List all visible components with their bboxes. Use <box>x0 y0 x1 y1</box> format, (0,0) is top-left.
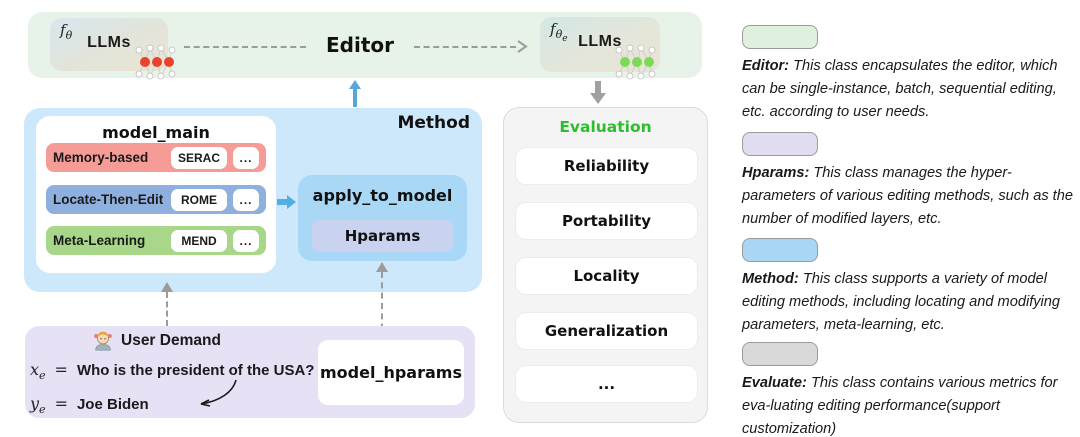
hparams-box: Hparams <box>312 220 453 252</box>
editor-label: Editor <box>326 33 394 57</box>
evaluation-title: Evaluation <box>559 118 652 136</box>
f-theta-label: fθ <box>60 21 73 42</box>
eval-card-generalization: Generalization <box>516 313 697 349</box>
dashed-arrowhead-up-icon <box>376 262 388 272</box>
x-e-label: xe <box>30 360 46 383</box>
method-row-locate-then-edit: Locate-Then-Edit ROME ... <box>46 185 266 214</box>
method-pill-serac: SERAC <box>171 146 227 169</box>
f-theta-e-label: fθe <box>550 20 568 45</box>
legend-swatch-editor <box>742 25 818 49</box>
llm-before-label: LLMs <box>87 34 131 51</box>
category-label: Locate-Then-Edit <box>53 192 164 207</box>
dashed-arrow-editor-to-llm <box>414 46 516 48</box>
method-title: Method <box>397 113 470 133</box>
edit-answer: Joe Biden <box>76 396 149 413</box>
legend-text-evaluate: Evaluate: This class contains various me… <box>742 375 1058 437</box>
category-label: Memory-based <box>53 150 149 165</box>
category-label: Meta-Learning <box>53 233 146 248</box>
dashed-arrow-user-demand-to-model-main <box>166 292 168 326</box>
more-methods-pill: ... <box>233 146 259 169</box>
model-hparams-box: model_hparams <box>318 340 464 405</box>
blue-right-arrow-icon <box>277 195 296 209</box>
apply-to-model-box: apply_to_model Hparams <box>298 175 467 261</box>
legend-text-hparams: Hparams: This class manages the hyper-pa… <box>742 165 1073 227</box>
more-methods-pill: ... <box>233 229 259 252</box>
gray-down-arrow-icon <box>590 81 606 104</box>
model-main-box: model_main Memory-based SERAC ... Locate… <box>36 116 276 273</box>
blue-up-arrow-icon <box>349 80 361 107</box>
dashed-arrow-llm-to-editor <box>184 46 306 48</box>
dashed-arrowhead-up-icon <box>161 282 173 292</box>
edit-input-line: xe = Who is the president of the USA? <box>30 360 314 382</box>
evaluation-panel: Evaluation Reliability Portability Local… <box>503 107 708 423</box>
user-icon <box>94 331 112 351</box>
legend-swatch-evaluate <box>742 342 818 366</box>
model-main-title: model_main <box>102 123 210 142</box>
y-e-label: ye <box>30 394 46 417</box>
more-methods-pill: ... <box>233 188 259 211</box>
apply-to-model-title: apply_to_model <box>312 186 453 205</box>
legend-text-method: Method: This class supports a variety of… <box>742 271 1061 333</box>
eval-card-more: ... <box>516 366 697 402</box>
method-row-meta-learning: Meta-Learning MEND ... <box>46 226 266 255</box>
legend-item-evaluate: Evaluate: This class contains various me… <box>742 342 1076 437</box>
method-row-memory-based: Memory-based SERAC ... <box>46 143 266 172</box>
legend-item-method: Method: This class supports a variety of… <box>742 238 1076 337</box>
legend-item-editor: Editor: This class encapsulates the edit… <box>742 25 1076 124</box>
user-demand-title: User Demand <box>121 332 221 349</box>
edit-target-line: ye = Joe Biden <box>30 394 149 416</box>
neural-net-icon-red <box>135 44 176 80</box>
eval-card-locality: Locality <box>516 258 697 294</box>
legend-swatch-method <box>742 238 818 262</box>
user-demand-header: User Demand <box>92 330 221 352</box>
eval-card-portability: Portability <box>516 203 697 239</box>
eval-card-reliability: Reliability <box>516 148 697 184</box>
neural-net-icon-green <box>615 44 656 80</box>
method-pill-rome: ROME <box>171 188 227 211</box>
legend: Editor: This class encapsulates the edit… <box>742 0 1076 437</box>
legend-item-hparams: Hparams: This class manages the hyper-pa… <box>742 132 1076 231</box>
legend-text-editor: Editor: This class encapsulates the edit… <box>742 58 1058 120</box>
equals-sign: = <box>54 360 68 379</box>
llm-after-label: LLMs <box>578 33 622 50</box>
method-pill-mend: MEND <box>171 229 227 252</box>
equals-sign: = <box>54 394 68 413</box>
legend-swatch-hparams <box>742 132 818 156</box>
edit-question: Who is the president of the USA? <box>76 362 315 379</box>
dashed-arrow-model-hparams-to-hparams <box>381 272 383 340</box>
curved-arrow-icon <box>200 379 237 407</box>
dashed-arrowhead-icon <box>517 40 528 53</box>
